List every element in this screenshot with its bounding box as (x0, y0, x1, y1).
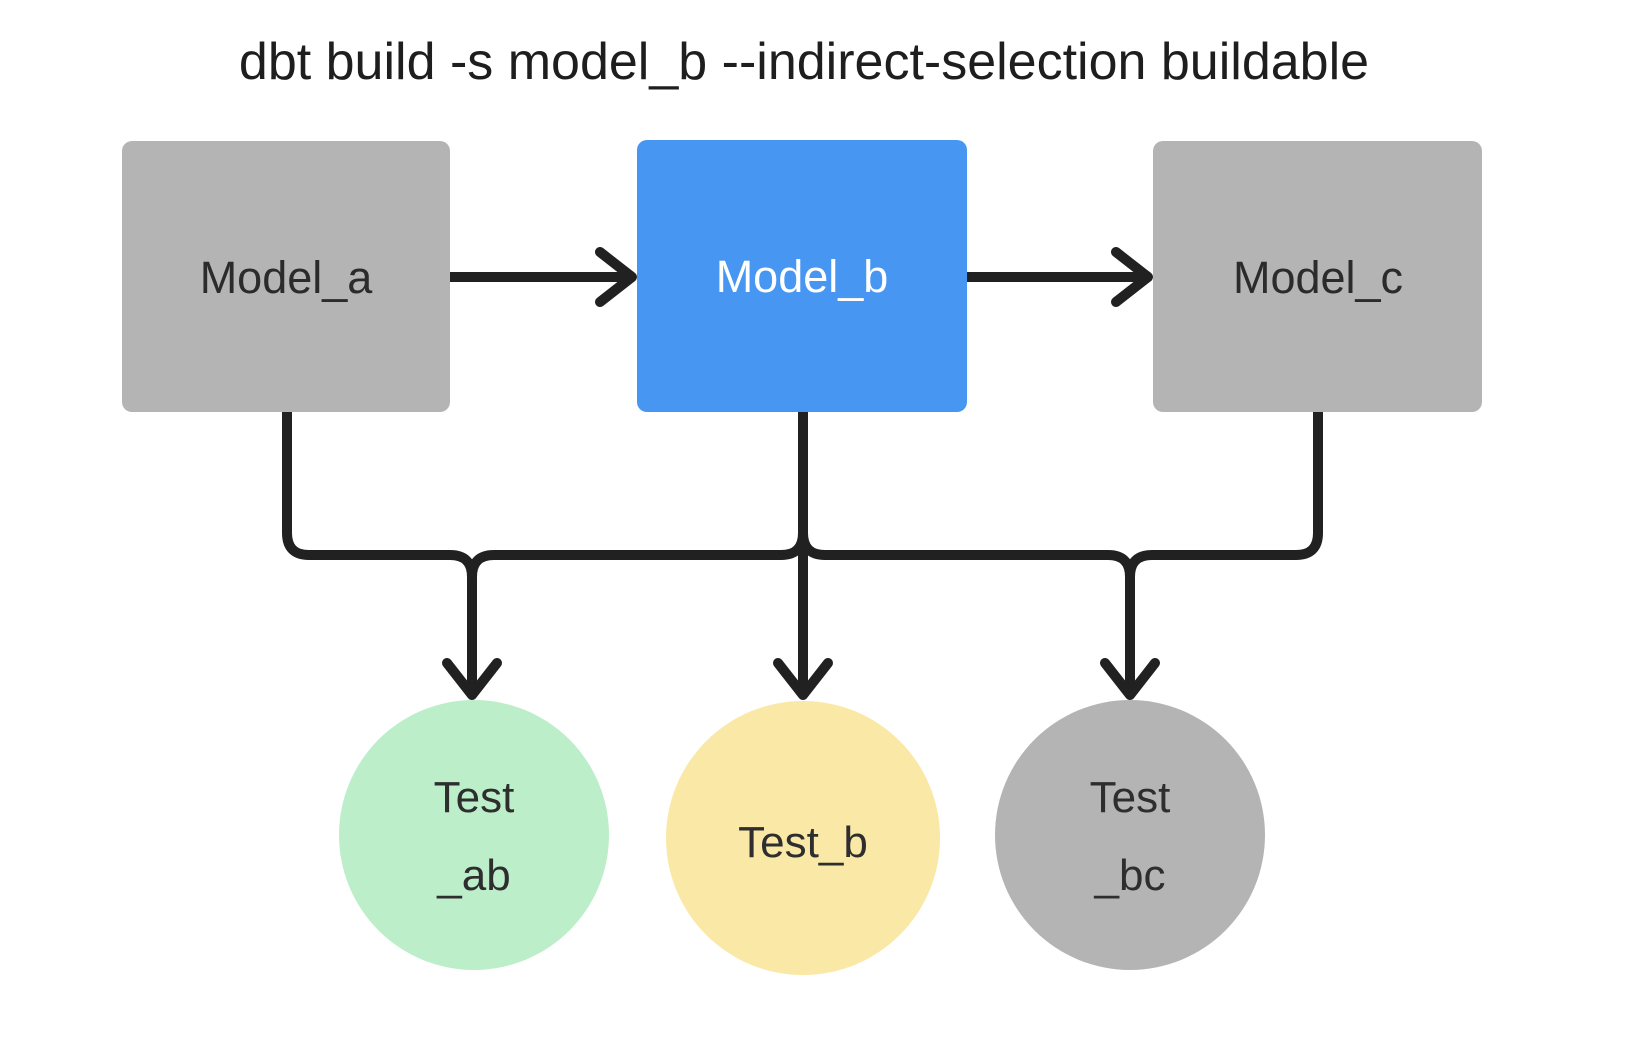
test-ab-label-line2: _ab (436, 851, 510, 900)
test-bc-label-line2: _bc (1094, 851, 1166, 900)
edge-model-c-to-test-bc (1125, 407, 1323, 698)
arrowhead-to-test-ab (442, 658, 502, 700)
test-b-node (666, 701, 940, 975)
edge-group (282, 247, 1323, 700)
model-b-label: Model_b (716, 251, 889, 302)
edge-model-b-to-test-ab (467, 407, 808, 698)
test-ab-node (339, 700, 609, 970)
arrowhead-model-b-to-model-c (1111, 247, 1153, 307)
model-c-label: Model_c (1233, 252, 1403, 303)
arrowhead-to-test-bc (1100, 658, 1160, 700)
test-ab-label-line1: Test (434, 773, 515, 822)
arrowhead-to-test-b (773, 658, 833, 700)
edge-model-b-to-test-bc (798, 407, 1135, 698)
test-bc-label-line1: Test (1090, 773, 1171, 822)
arrowhead-model-a-to-model-b (595, 247, 637, 307)
model-a-label: Model_a (200, 252, 374, 303)
page-title: dbt build -s model_b --indirect-selectio… (238, 33, 1370, 91)
model-b-node (637, 140, 967, 412)
model-a-node (122, 141, 450, 412)
test-bc-node (995, 700, 1265, 970)
test-b-label: Test_b (738, 818, 868, 867)
model-c-node (1153, 141, 1482, 412)
edge-model-a-to-test-ab (282, 407, 477, 698)
